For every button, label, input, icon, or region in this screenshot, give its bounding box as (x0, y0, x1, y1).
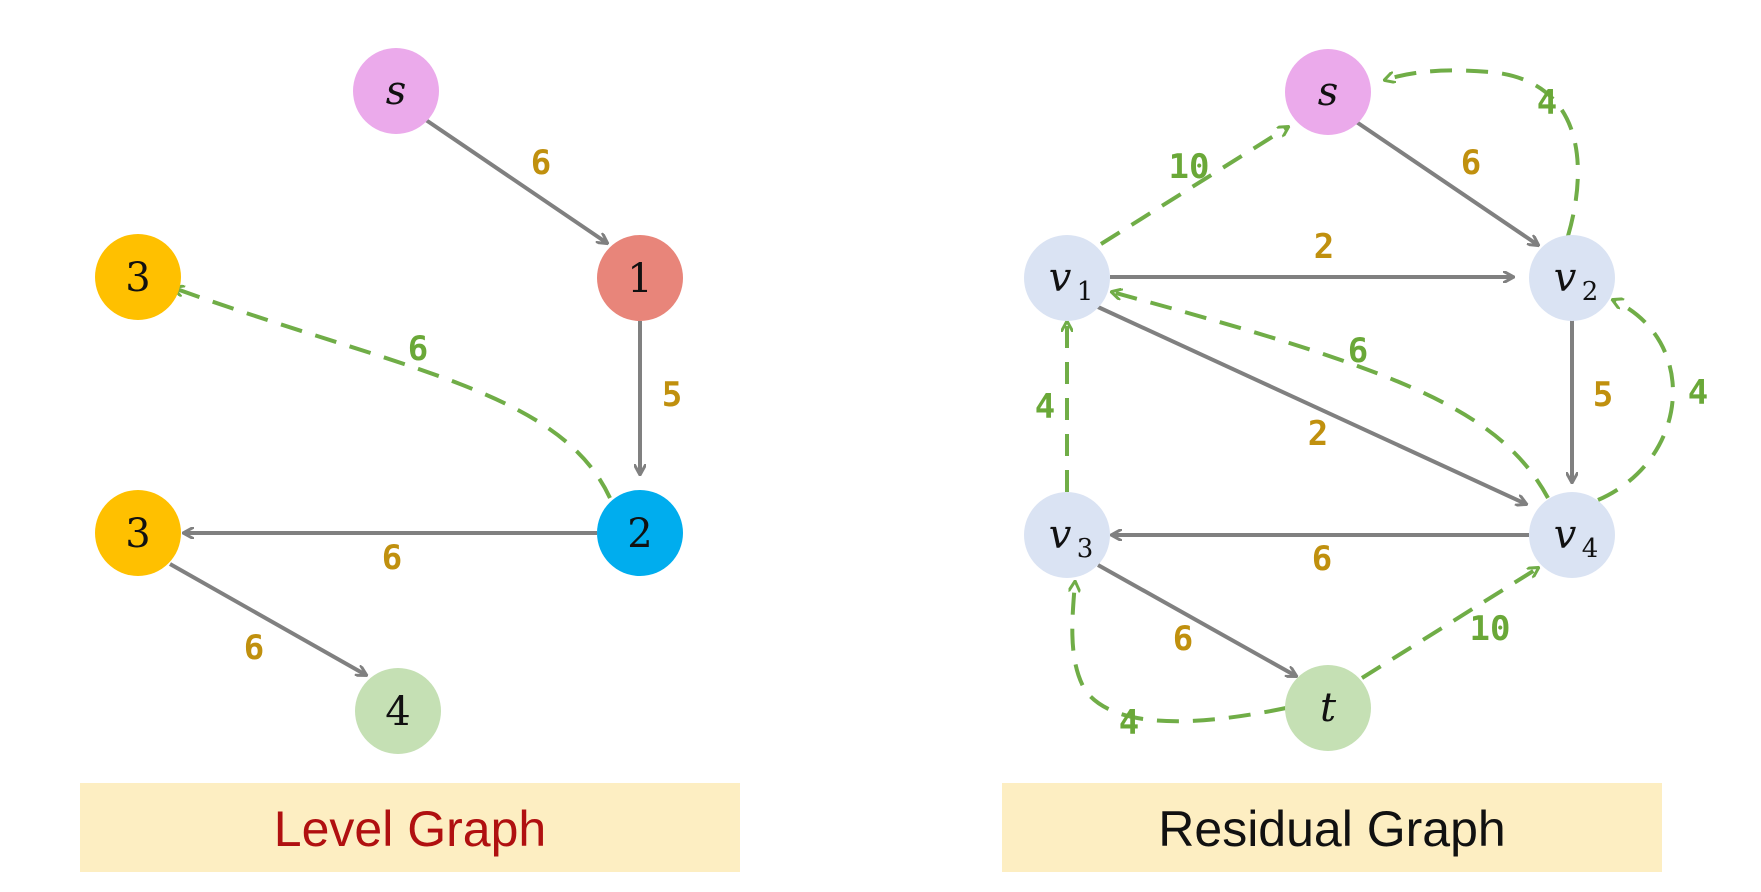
caption-residual-graph: Residual Graph (1158, 801, 1505, 857)
residual-edge-v2-to-s (1385, 68, 1580, 237)
residual-edge-t-to-v4 (1360, 568, 1538, 680)
node-2-label: 2 (627, 511, 652, 557)
edge-s-to-1 (421, 116, 607, 243)
weight-2-to-3b: 6 (382, 538, 402, 578)
node-s-residual (1285, 49, 1371, 135)
node-3a (95, 234, 181, 320)
node-v1 (1024, 235, 1110, 321)
node-v2-label: v (1554, 255, 1577, 301)
node-1 (597, 235, 683, 321)
residual-edge-t-to-v3 (1072, 582, 1287, 724)
weight-v3-to-t: 6 (1173, 619, 1193, 659)
node-v3-subscript: 3 (1077, 534, 1094, 564)
weight-v4-to-v2: 4 (1688, 373, 1708, 413)
weight-t-to-v4: 10 (1470, 609, 1511, 649)
weight-v2-to-v4: 5 (1593, 375, 1613, 415)
edge-3b-to-4 (169, 562, 366, 675)
node-v3-label: v (1049, 512, 1072, 558)
weight-s-to-v2: 6 (1461, 143, 1481, 183)
node-s-label: s (386, 68, 407, 114)
node-s-residual-label: s (1318, 69, 1339, 115)
weight-v3-to-v1: 4 (1035, 387, 1055, 427)
node-v1-label: v (1049, 255, 1072, 301)
node-t (1285, 665, 1371, 751)
node-v3 (1024, 492, 1110, 578)
node-s (353, 48, 439, 134)
weight-3b-to-4: 6 (244, 628, 264, 668)
residual-edge-v4-to-v1 (1112, 292, 1550, 499)
weight-v4-to-v1: 6 (1348, 331, 1368, 371)
edge-s-to-v2 (1353, 119, 1538, 245)
weight-v2-to-s: 4 (1537, 83, 1557, 123)
node-v2-subscript: 2 (1582, 277, 1599, 307)
node-3b (95, 490, 181, 576)
node-v4-subscript: 4 (1582, 534, 1599, 564)
node-v4 (1529, 492, 1615, 578)
node-v2 (1529, 235, 1615, 321)
edge-v1-to-v4 (1097, 305, 1526, 504)
level-graph: s 1 2 3 3 4 6 5 6 6 6 Level Graph (80, 48, 740, 872)
node-2 (597, 490, 683, 576)
residual-edge-v4-to-v2 (1597, 300, 1675, 502)
residual-edge-v1-to-s (1099, 127, 1288, 246)
weight-v4-to-v3: 6 (1312, 539, 1332, 579)
weight-v1-to-v2: 2 (1314, 227, 1334, 267)
caption-level-graph: Level Graph (274, 801, 546, 857)
edge-v3-to-t (1097, 563, 1296, 676)
node-4 (355, 668, 441, 754)
node-3a-label: 3 (125, 255, 150, 301)
weight-v1-to-s: 10 (1169, 147, 1210, 187)
node-v4-label: v (1554, 512, 1577, 558)
node-4-label: 4 (385, 689, 410, 735)
weight-1-to-2: 5 (662, 375, 682, 415)
weight-t-to-v3: 4 (1119, 703, 1139, 743)
weight-s-to-1: 6 (531, 143, 551, 183)
caption-box-level (80, 783, 740, 872)
node-t-label: t (1320, 685, 1337, 731)
weight-v1-to-v4: 2 (1308, 414, 1328, 454)
weight-residual-2-to-3a: 6 (408, 329, 428, 369)
node-v1-subscript: 1 (1077, 277, 1094, 307)
caption-box-residual (1002, 783, 1662, 872)
node-1-label: 1 (627, 256, 652, 302)
residual-edge-2-to-3a (174, 288, 612, 499)
residual-graph: s v 1 v 2 v 3 v 4 t 6 2 2 5 6 6 10 4 4 6… (1002, 49, 1708, 872)
node-3b-label: 3 (125, 511, 150, 557)
